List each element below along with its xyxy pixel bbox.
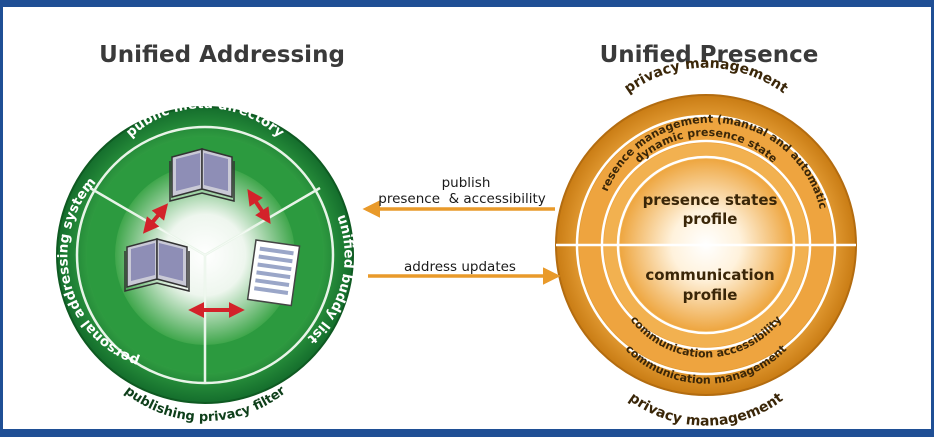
left-border (0, 0, 3, 437)
left-title: Unified Addressing (99, 42, 345, 68)
top-border (0, 0, 934, 7)
book-icon (169, 148, 235, 202)
book-icon-2 (124, 238, 190, 292)
red-double-arrow-left (142, 203, 169, 234)
communication-label: communication (645, 266, 774, 284)
publish-label: publish (442, 175, 491, 191)
right-title: Unified Presence (600, 42, 819, 68)
presence-states-label: presence states (643, 191, 778, 209)
red-double-arrow-right (247, 189, 271, 224)
bottom-border (0, 429, 934, 437)
communication-profile-label: profile (683, 286, 738, 304)
presence-profile-label: profile (683, 210, 738, 228)
buddy-list-icon (246, 239, 301, 307)
unified-presence-circle (555, 94, 857, 396)
address-updates-label: address updates (404, 259, 516, 275)
right-border (931, 0, 934, 437)
presence-accessibility-label: presence & accessibility (378, 191, 546, 207)
